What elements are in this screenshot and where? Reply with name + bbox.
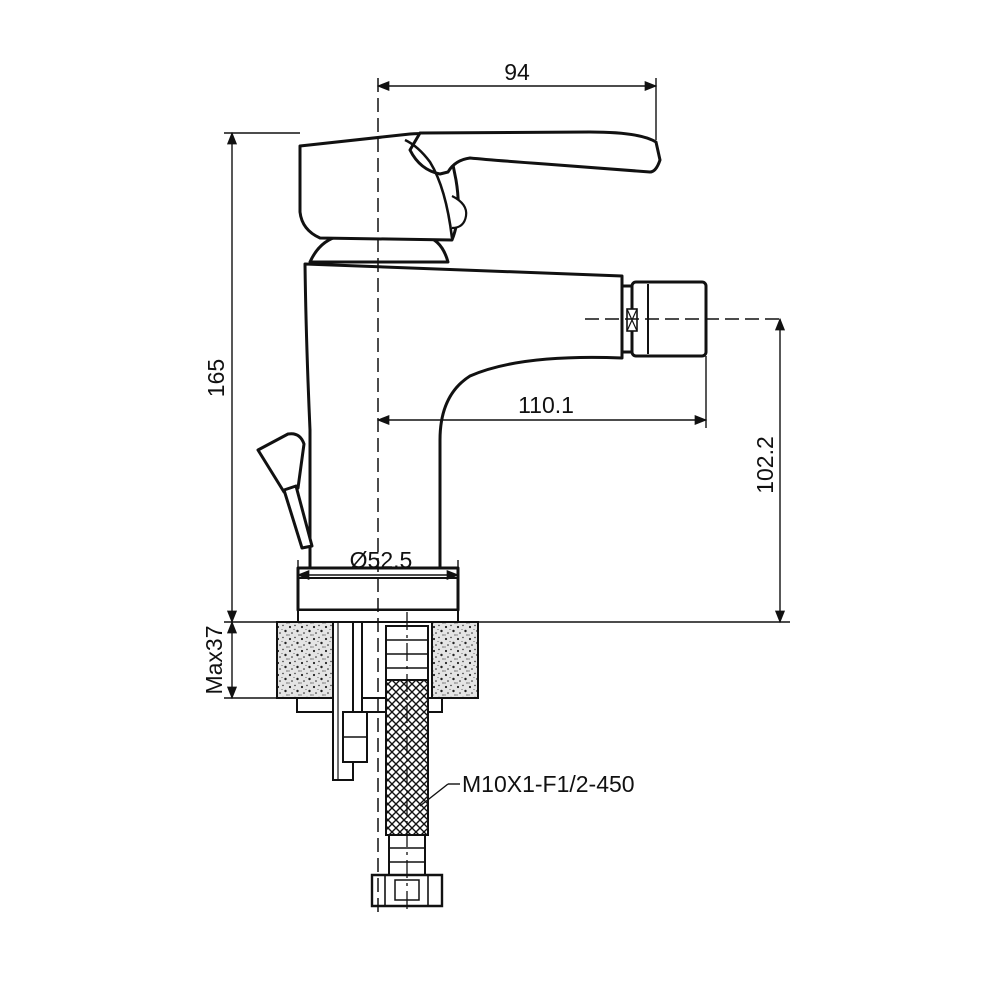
pop-up-knob-stem [282, 484, 314, 550]
handle-lever-arm [408, 130, 662, 176]
pop-up-rod [352, 621, 363, 713]
center-lines [377, 78, 785, 912]
countertop [276, 621, 479, 699]
dim-spout-reach: 110.1 [518, 392, 574, 418]
handle-screw [451, 195, 468, 230]
tap-body [296, 234, 624, 623]
hose-spec-label: M10X1-F1/2-450 [462, 771, 635, 797]
dim-overall-height: 165 [203, 359, 229, 397]
pop-up-knob-head [256, 432, 306, 495]
dim-base-diameter: Ø52.5 [350, 547, 413, 573]
countertop-left-block [276, 621, 343, 699]
dim-overall-width: 94 [504, 59, 530, 85]
pop-up-knob [256, 432, 314, 550]
dimension-lines [224, 78, 790, 807]
body-and-spout [303, 262, 624, 572]
dim-max-counter-thickness: Max37 [201, 625, 227, 694]
countertop-right-block [431, 621, 479, 699]
dim-spray-height: 102.2 [752, 436, 778, 494]
lever-handle [298, 130, 662, 242]
